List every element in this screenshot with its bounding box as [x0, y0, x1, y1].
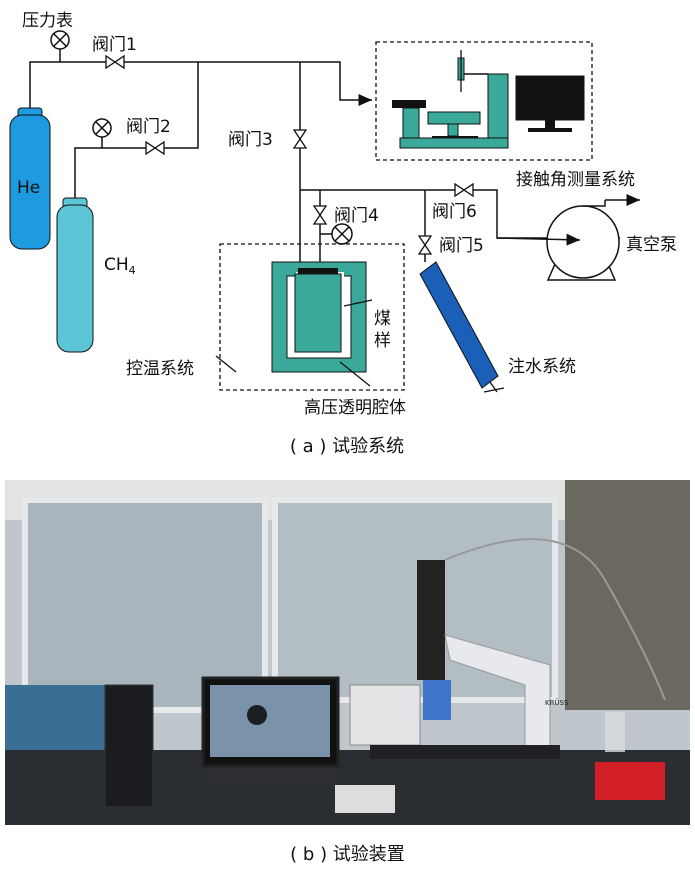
valve-2-icon — [145, 140, 165, 156]
valve3-label: 阀门3 — [228, 130, 273, 150]
lab-setup-photo: KRÜSS — [5, 480, 690, 825]
coal-sample-label-1: 煤 — [374, 309, 391, 329]
kruss-brand-text: KRÜSS — [545, 698, 569, 707]
valve2-label: 阀门2 — [126, 117, 171, 137]
valve5-label: 阀门5 — [439, 236, 484, 256]
water-injection-tube — [419, 261, 505, 393]
pressure-gauge-2-icon — [92, 118, 112, 138]
high-pressure-chamber — [271, 261, 367, 373]
valve-3-icon — [292, 129, 308, 149]
ch4-cylinder — [56, 197, 94, 353]
vacuum-pump-label: 真空泵 — [626, 235, 677, 255]
temp-control-box — [219, 243, 405, 391]
water-injection-label: 注水系统 — [508, 357, 576, 377]
valve-1-icon — [105, 54, 125, 70]
pressure-gauge-3-icon — [331, 223, 353, 245]
contact-angle-label: 接触角测量系统 — [516, 170, 635, 190]
valve4-label: 阀门4 — [334, 206, 379, 226]
monitor-icon — [515, 75, 585, 132]
ch4-label: CH4 — [104, 255, 136, 277]
caption-a: ( a ) 试验系统 — [290, 436, 404, 457]
valve-4-icon — [312, 205, 328, 225]
caption-b: ( b ) 试验装置 — [290, 844, 405, 865]
he-cylinder — [9, 107, 51, 250]
valve1-label: 阀门1 — [92, 35, 137, 55]
chamber-label: 高压透明腔体 — [304, 398, 406, 418]
pressure-gauge-label: 压力表 — [22, 11, 73, 31]
valve-6-icon — [454, 182, 474, 198]
contact-angle-system-box — [375, 41, 593, 161]
temp-control-label: 控温系统 — [126, 359, 194, 379]
pressure-gauge-icon — [50, 30, 70, 50]
valve6-label: 阀门6 — [432, 202, 477, 222]
he-label: He — [17, 178, 40, 198]
valve-5-icon — [417, 235, 433, 255]
coal-sample-label-2: 样 — [374, 331, 391, 351]
test-system-diagram: He CH4 — [9, 11, 677, 457]
contact-angle-instrument-icon — [392, 50, 509, 149]
vacuum-pump-icon — [496, 200, 620, 281]
